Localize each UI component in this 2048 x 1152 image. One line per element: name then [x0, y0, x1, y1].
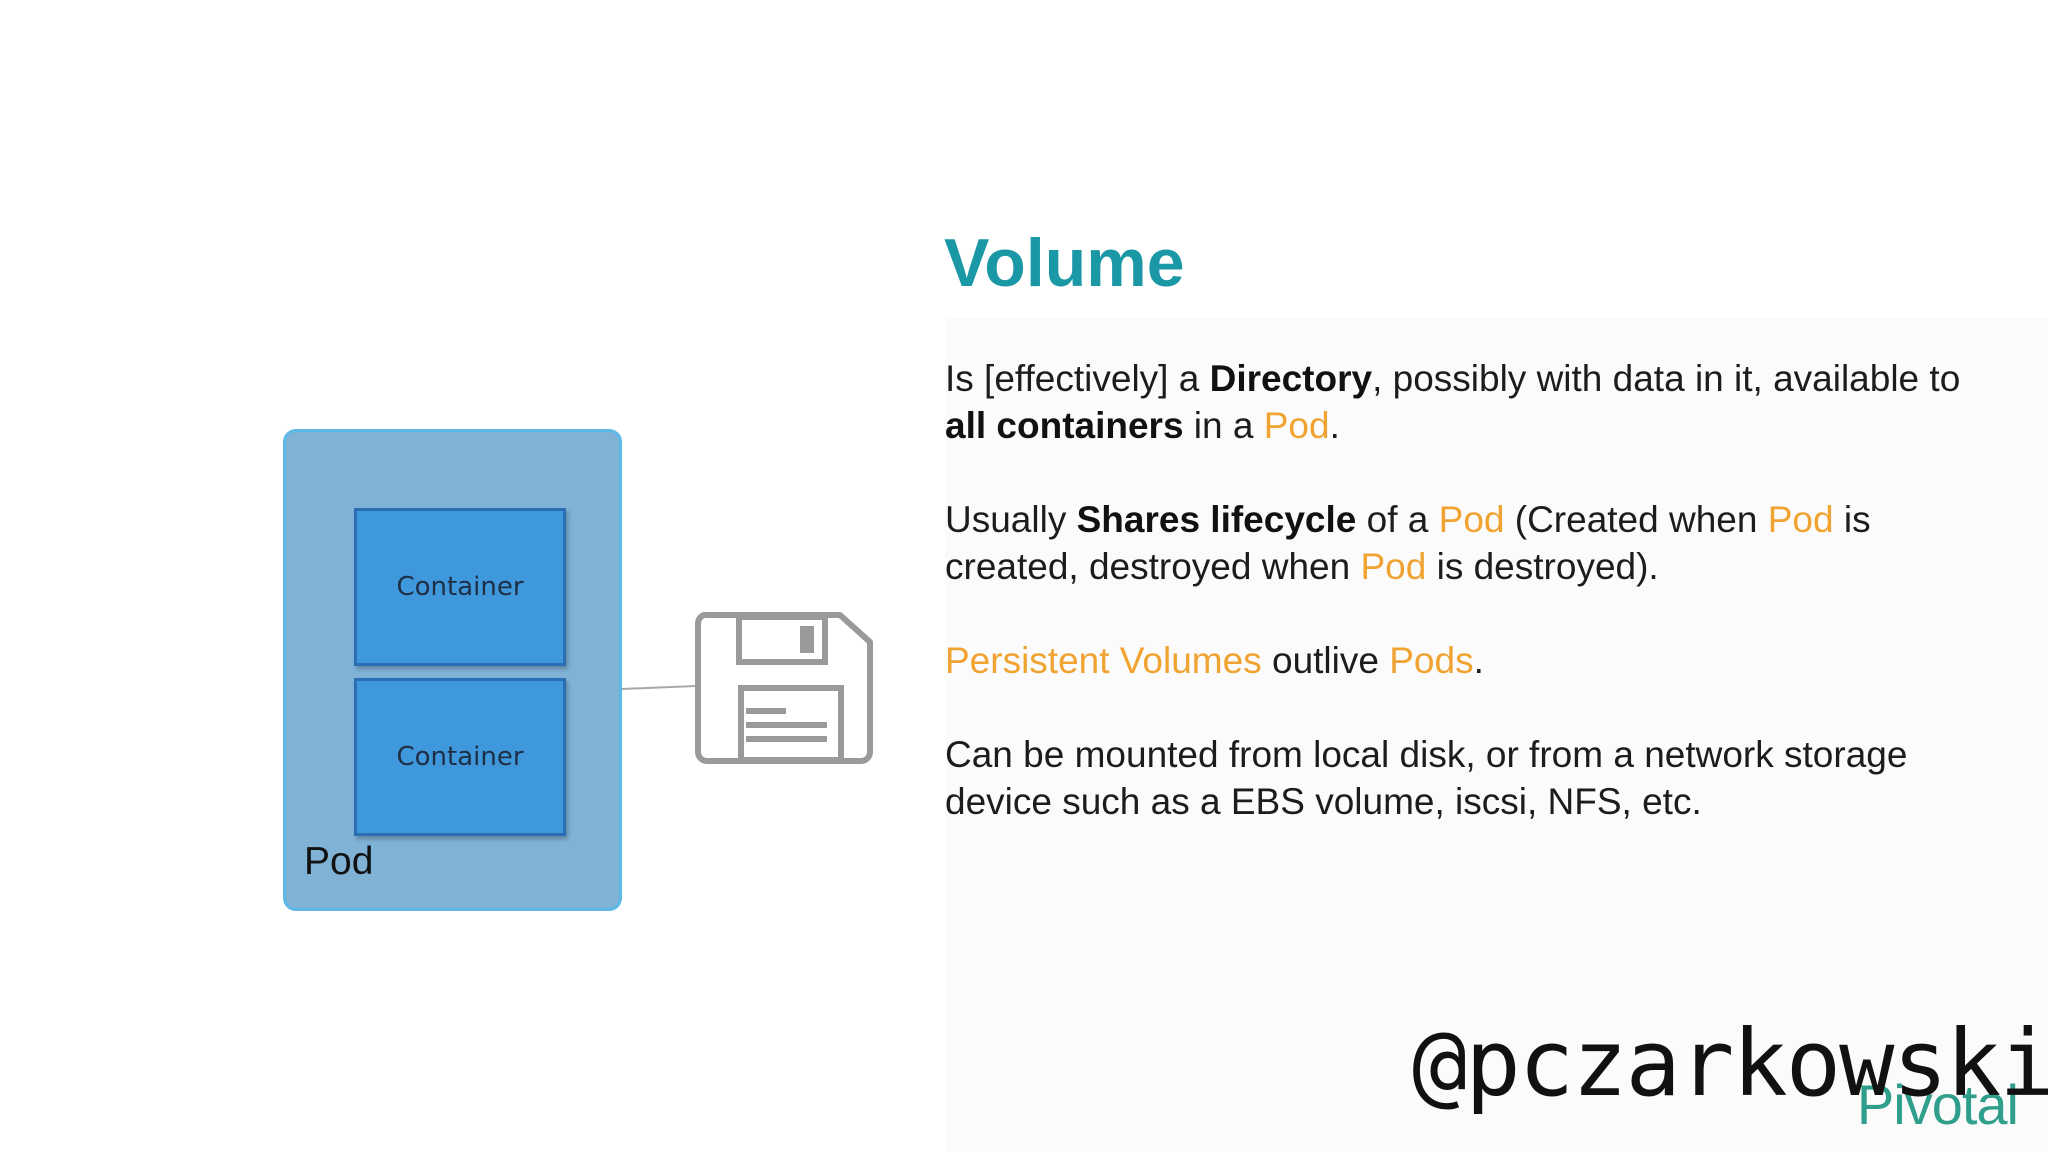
brand-logo-text: Pivotal [1856, 1073, 2019, 1136]
pod-label: Pod [304, 840, 374, 883]
highlighted-term: Pod [1767, 499, 1834, 540]
text-segment: of a [1356, 499, 1439, 540]
paragraph-directory: Is [effectively] a Directory, possibly w… [945, 355, 2005, 449]
bold-text: Directory [1209, 358, 1373, 399]
bold-text: Shares lifecycle [1076, 499, 1357, 540]
text-segment: (Created when [1504, 499, 1768, 540]
floppy-disk-icon [695, 612, 873, 764]
text-segment: is created, destroyed when [945, 499, 1871, 587]
paragraph-mount-sources: Can be mounted from local disk, or from … [945, 731, 2005, 825]
container-label: Container [396, 572, 524, 602]
highlighted-term: Pods [1389, 640, 1474, 681]
text-segment: Is [effectively] a [945, 358, 1210, 399]
container-box: Container [354, 508, 566, 666]
paragraph-persistent-volumes: Persistent Volumes outlive Pods. [945, 637, 2005, 684]
text-segment: . [1473, 640, 1484, 681]
container-label: Container [396, 742, 524, 772]
text-segment: . [1329, 405, 1340, 446]
text-segment: Usually [945, 499, 1077, 540]
text-segment: outlive [1261, 640, 1390, 681]
bold-text: all containers [945, 405, 1184, 446]
text-segment: is destroyed). [1426, 546, 1659, 587]
paragraph-lifecycle: Usually Shares lifecycle of a Pod (Creat… [945, 496, 2005, 590]
text-segment: in a [1183, 405, 1264, 446]
text-segment: Can be mounted from local disk, or from … [945, 734, 1908, 822]
container-box: Container [354, 678, 566, 836]
text-panel-background [945, 318, 2048, 1152]
pod-box: Container Container Pod [283, 429, 622, 911]
highlighted-term: Persistent Volumes [945, 640, 1262, 681]
highlighted-term: Pod [1360, 546, 1427, 587]
highlighted-term: Pod [1263, 405, 1330, 446]
text-segment: , possibly with data in it, available to [1372, 358, 1961, 399]
slide-title: Volume [944, 225, 1185, 301]
speaker-handle: @pczarkowski [1412, 1010, 2048, 1117]
highlighted-term: Pod [1438, 499, 1505, 540]
